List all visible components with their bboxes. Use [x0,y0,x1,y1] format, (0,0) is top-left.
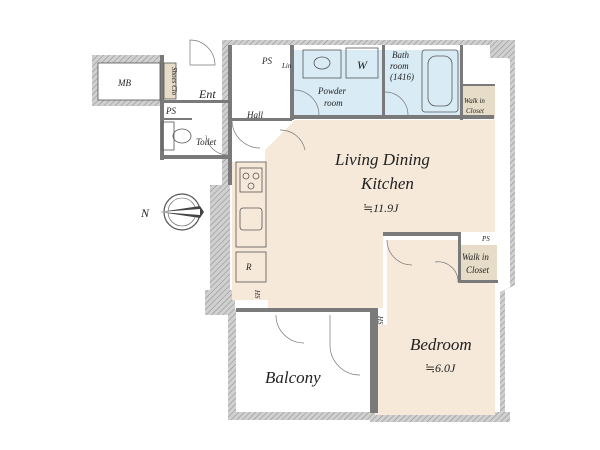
interior-walls [160,45,498,413]
fridge-label: R [245,262,252,272]
linen-label: Lin [281,62,292,70]
compass-icon [160,193,204,231]
shoes-closet-label: Shoes Clo [170,67,178,96]
walk-in-bed-line1: Walk in [462,252,489,262]
walk-in-top-line2: Closet [466,107,485,115]
shoes-closet [163,62,177,100]
hs-left-label: HS [253,289,261,299]
compass-north-label: N [140,206,150,220]
walk-in-bed-floor [459,245,497,280]
walk-in-bed-line2: Closet [466,265,490,275]
ps-top-label: PS [261,56,272,66]
washer-box [345,47,379,79]
bath-line1: Bath [392,50,409,60]
toilet-fixture [161,121,192,151]
bath-line2: room [390,61,409,71]
kitchen-counter [235,161,267,283]
bedroom-floor [375,240,495,415]
hs-right-label: HS [376,315,384,325]
balcony-label: Balcony [265,368,321,387]
hall-label: Hall [246,110,264,120]
mb-box [97,62,161,101]
toilet-label: Toilet [196,137,217,147]
powder-room-line1: Powder [317,86,346,96]
ps-entrance-label: PS [165,106,176,116]
washbasin [302,49,342,79]
mb-label: MB [117,78,131,88]
powder-room-line2: room [324,98,343,108]
ldk-label-line2: Kitchen [360,174,414,193]
ldk-label-line1: Living Dining [334,150,430,169]
bathroom-floor [294,50,382,115]
ldk-floor [232,120,495,308]
bathtub [421,49,459,113]
ldk-area: ≒11.9J [363,201,399,215]
entrance-label: Ent [198,87,216,101]
bedroom-area: ≒6.0J [425,361,456,375]
structure-walls [92,40,515,422]
walk-in-top-floor [462,86,495,118]
doors [189,39,459,376]
bedroom-label: Bedroom [410,335,472,354]
ps-bed-label: PS [481,235,490,243]
bath-floor [385,50,460,115]
washer-label: W [357,58,368,72]
walk-in-top-line1: Walk in [464,97,485,105]
bath-size: (1416) [390,72,414,82]
